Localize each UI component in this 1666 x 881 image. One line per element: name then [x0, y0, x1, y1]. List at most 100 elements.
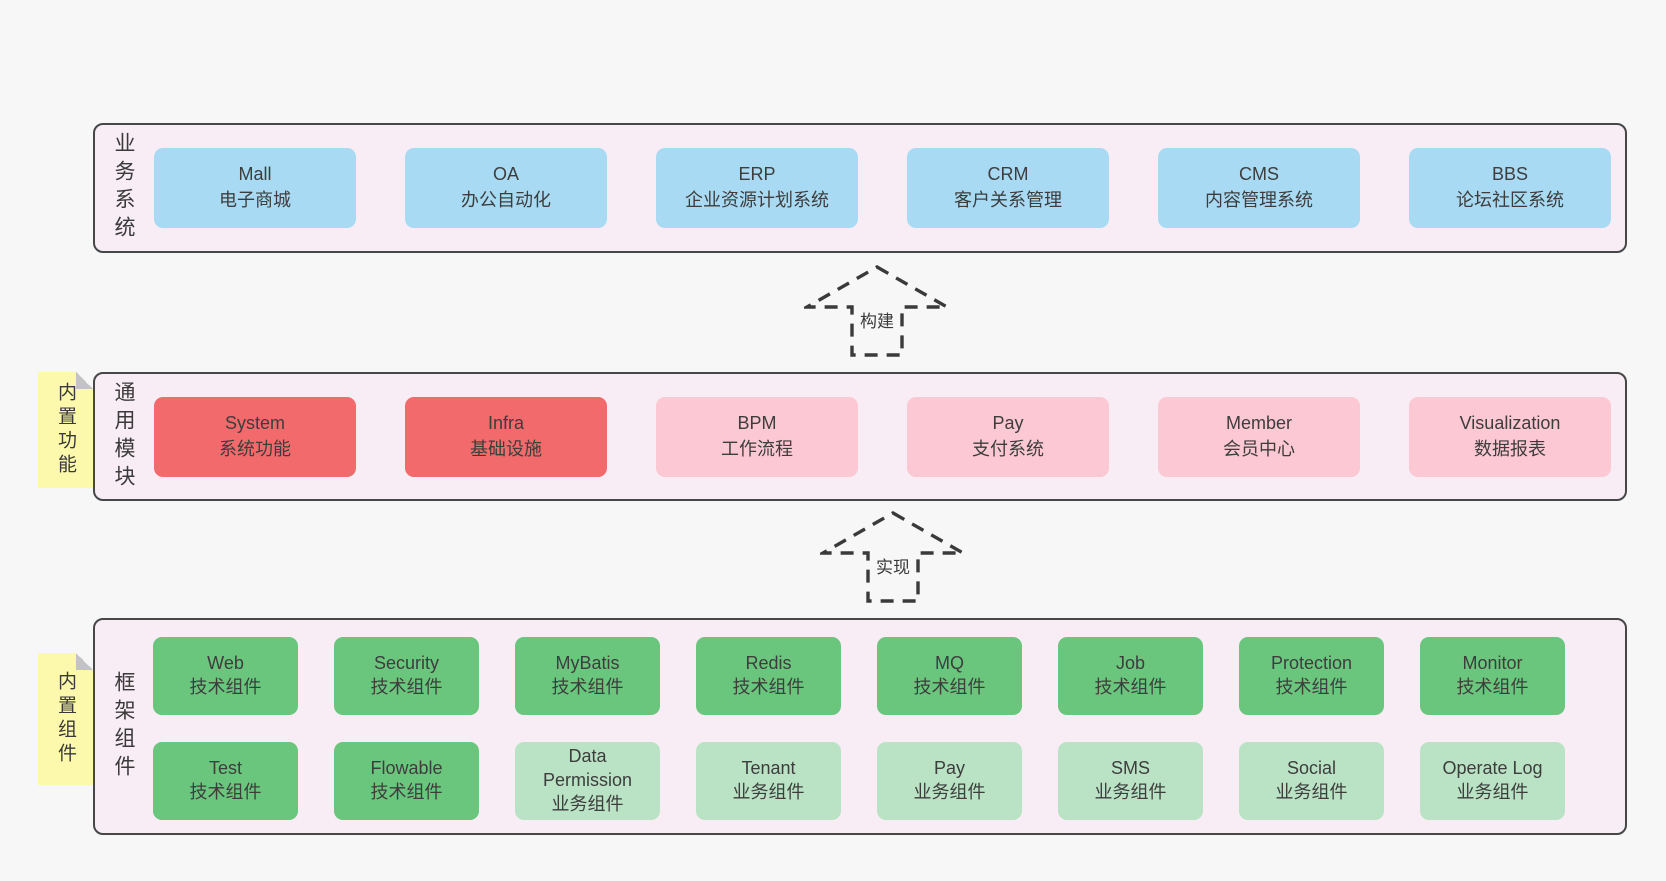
box-subtitle: 技术组件: [370, 782, 443, 802]
layer-label-business-systems: 业务系统: [112, 132, 135, 244]
box-web: Web 技术组件: [153, 637, 298, 715]
box-job: Job 技术组件: [1058, 637, 1203, 715]
box-subtitle: 业务组件: [913, 782, 986, 802]
box-system: System 系统功能: [154, 397, 356, 477]
box-title: Monitor: [1462, 653, 1523, 674]
box-security: Security 技术组件: [334, 637, 479, 715]
box-bbs: BBS 论坛社区系统: [1409, 148, 1611, 228]
box-title: Web: [207, 653, 244, 674]
business-systems-row: Mall 电子商城 OA 办公自动化 ERP 企业资源计划系统 CRM 客户关系…: [154, 148, 1611, 228]
box-monitor: Monitor 技术组件: [1420, 637, 1565, 715]
box-crm: CRM 客户关系管理: [907, 148, 1109, 228]
box-title: ERP: [738, 164, 776, 185]
box-title: CMS: [1239, 164, 1279, 185]
box-pay: Pay 支付系统: [907, 397, 1109, 477]
box-protection: Protection 技术组件: [1239, 637, 1384, 715]
dashed-up-arrow-icon: [804, 265, 950, 357]
box-subtitle: 技术组件: [189, 782, 262, 802]
box-test: Test 技术组件: [153, 742, 298, 820]
box-mybatis: MyBatis 技术组件: [515, 637, 660, 715]
box-title: Tenant: [741, 758, 796, 779]
box-subtitle: 技术组件: [1094, 677, 1167, 697]
box-member: Member 会员中心: [1158, 397, 1360, 477]
box-title: SMS: [1110, 758, 1150, 779]
box-infra: Infra 基础设施: [405, 397, 607, 477]
box-subtitle: 数据报表: [1474, 439, 1546, 459]
box-oa: OA 办公自动化: [405, 148, 607, 228]
box-cms: CMS 内容管理系统: [1158, 148, 1360, 228]
common-modules-row: System 系统功能 Infra 基础设施 BPM 工作流程 Pay 支付系统…: [154, 397, 1611, 477]
dashed-up-arrow-icon: [820, 511, 966, 603]
box-subtitle: 业务组件: [1275, 782, 1348, 802]
box-subtitle: 会员中心: [1223, 439, 1295, 459]
layer-common-modules: 通用模块 System 系统功能 Infra 基础设施 BPM 工作流程 Pay…: [93, 372, 1627, 501]
box-subtitle: 工作流程: [721, 439, 793, 459]
box-subtitle: 企业资源计划系统: [685, 190, 829, 210]
box-subtitle: 支付系统: [972, 439, 1044, 459]
box-subtitle: 业务组件: [1456, 782, 1529, 802]
box-title: Data Permission: [542, 746, 633, 791]
box-bpm: BPM 工作流程: [656, 397, 858, 477]
box-title: Visualization: [1459, 413, 1561, 434]
box-subtitle: 业务组件: [551, 793, 624, 814]
box-visualization: Visualization 数据报表: [1409, 397, 1611, 477]
box-title: System: [224, 413, 285, 434]
box-subtitle: 技术组件: [913, 677, 986, 697]
box-mall: Mall 电子商城: [154, 148, 356, 228]
box-subtitle: 业务组件: [1094, 782, 1167, 802]
box-title: CRM: [987, 164, 1029, 185]
box-subtitle: 技术组件: [732, 677, 805, 697]
box-subtitle: 技术组件: [189, 677, 262, 697]
box-title: Test: [208, 758, 242, 779]
box-operate-log: Operate Log 业务组件: [1420, 742, 1565, 820]
box-title: BPM: [737, 413, 777, 434]
box-data-permission: Data Permission 业务组件: [515, 742, 660, 820]
box-title: Infra: [487, 413, 525, 434]
arrow-implement: 实现: [820, 510, 966, 604]
box-subtitle: 系统功能: [219, 439, 291, 459]
box-subtitle: 基础设施: [470, 439, 542, 459]
sticky-tag-built-in-components: 内置组件: [38, 653, 93, 785]
box-social: Social 业务组件: [1239, 742, 1384, 820]
box-title: Redis: [745, 653, 792, 674]
box-subtitle: 办公自动化: [461, 190, 551, 210]
box-erp: ERP 企业资源计划系统: [656, 148, 858, 228]
box-subtitle: 技术组件: [1456, 677, 1529, 697]
box-title: Flowable: [370, 758, 443, 779]
box-title: Pay: [992, 413, 1024, 434]
layer-label-common-modules: 通用模块: [112, 380, 135, 493]
box-subtitle: 论坛社区系统: [1456, 190, 1564, 210]
box-subtitle: 技术组件: [1275, 677, 1348, 697]
box-title: Member: [1225, 413, 1292, 434]
arrow-build: 构建: [804, 264, 950, 358]
box-title: Protection: [1270, 653, 1353, 674]
layer-business-systems: 业务系统 Mall 电子商城 OA 办公自动化 ERP 企业资源计划系统 CRM…: [93, 123, 1627, 253]
box-mq: MQ 技术组件: [877, 637, 1022, 715]
box-title: MyBatis: [555, 653, 620, 674]
box-redis: Redis 技术组件: [696, 637, 841, 715]
box-sms: SMS 业务组件: [1058, 742, 1203, 820]
box-tenant: Tenant 业务组件: [696, 742, 841, 820]
box-title: Security: [373, 653, 440, 674]
framework-components-row-2: Test 技术组件 Flowable 技术组件 Data Permission …: [153, 742, 1565, 820]
box-title: BBS: [1491, 164, 1529, 185]
box-title: MQ: [935, 653, 964, 674]
box-title: Social: [1286, 758, 1337, 779]
framework-components-row-1: Web 技术组件 Security 技术组件 MyBatis 技术组件 Redi…: [153, 637, 1565, 715]
box-subtitle: 业务组件: [732, 782, 805, 802]
box-title: Mall: [238, 164, 272, 185]
box-subtitle: 技术组件: [551, 677, 624, 697]
layer-label-framework-components: 框架组件: [112, 670, 135, 783]
arrow-implement-label: 实现: [872, 552, 914, 579]
box-subtitle: 技术组件: [370, 677, 443, 697]
box-title: Pay: [933, 758, 966, 779]
box-subtitle: 内容管理系统: [1205, 190, 1313, 210]
box-title: OA: [492, 164, 519, 185]
box-subtitle: 电子商城: [219, 190, 291, 210]
layer-framework-components: 框架组件 Web 技术组件 Security 技术组件 MyBatis 技术组件…: [93, 618, 1627, 835]
arrow-build-label: 构建: [856, 306, 898, 333]
sticky-tag-built-in-features: 内置功能: [38, 372, 93, 488]
box-title: Job: [1115, 653, 1146, 674]
box-pay-business: Pay 业务组件: [877, 742, 1022, 820]
